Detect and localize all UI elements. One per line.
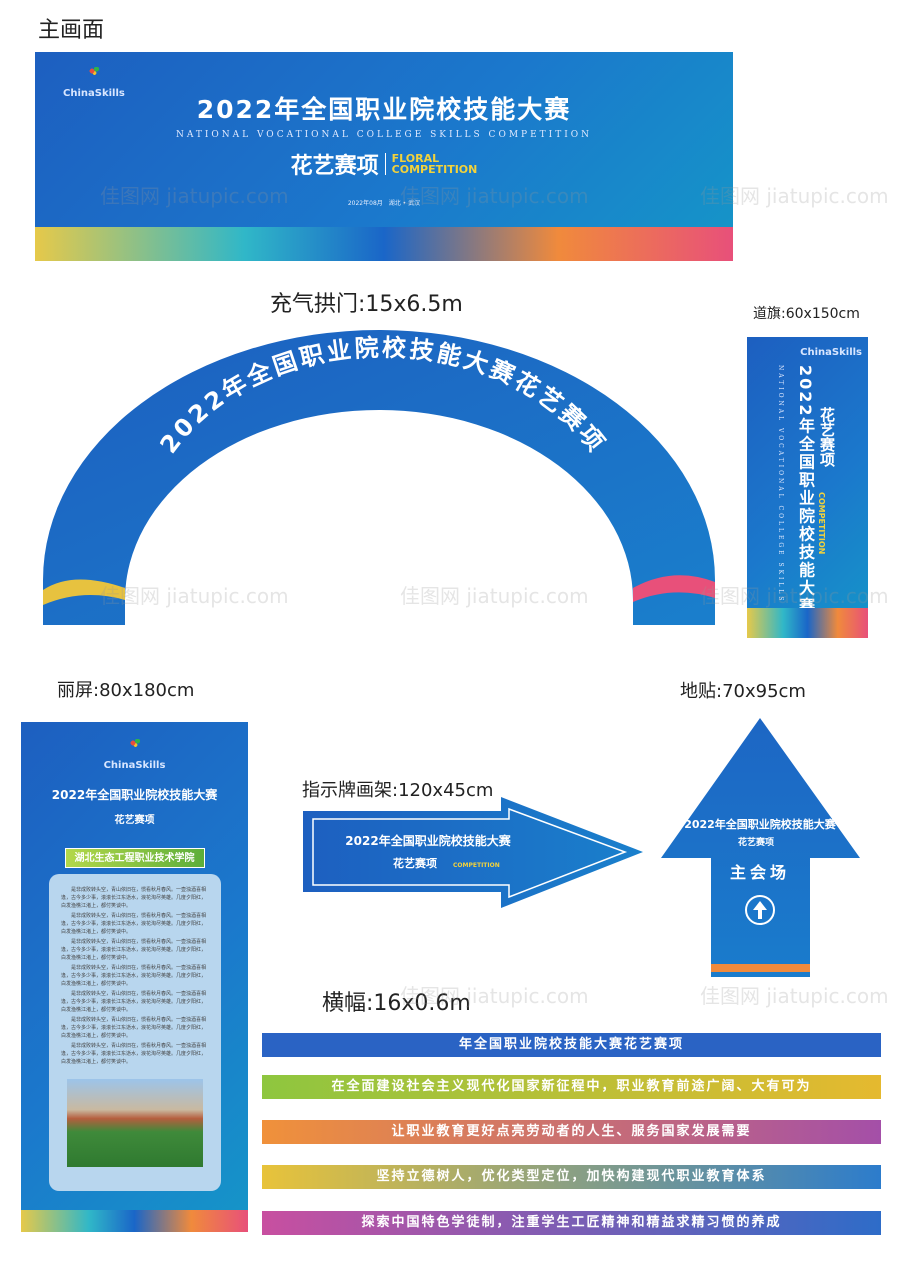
watermark: 佳图网 jiatupic.com xyxy=(700,984,889,1008)
arch-body xyxy=(43,330,715,625)
body-paragraph: 是非成败转头空，青山依旧在，惯看秋月春风。一壶浊酒喜相逢，古今多少事，滚滚长江东… xyxy=(61,913,207,935)
rollup-subtitle: 花艺赛项 xyxy=(114,815,155,826)
flag-title-en: NATIONAL VOCATIONAL COLLEGE SKILLS COMPE… xyxy=(777,365,784,638)
chinaskills-logo: ChinaSkills xyxy=(63,62,125,100)
label-flag: 道旗:60x150cm xyxy=(753,306,860,322)
subtitle-en-2: COMPETITION xyxy=(391,163,478,176)
sign-subtitle: 花艺赛项 xyxy=(393,856,437,870)
campus-photo xyxy=(67,1079,203,1167)
banner-strip: 在全面建设社会主义现代化国家新征程中，职业教育前途广阔、大有可为 xyxy=(262,1075,881,1099)
main-date-place: 2022年08月 湖北 • 武汉 xyxy=(347,200,421,207)
label-rollup: 丽屏:80x180cm xyxy=(57,680,195,701)
body-paragraph: 是非成败转头空，青山依旧在，惯看秋月春风。一壶浊酒喜相逢，古今多少事，滚滚长江东… xyxy=(61,939,207,961)
body-paragraph: 是非成败转头空，青山依旧在，惯看秋月春风。一壶浊酒喜相逢，古今多少事，滚滚长江东… xyxy=(61,887,207,909)
label-main: 主画面 xyxy=(38,18,105,43)
sign-title: 2022年全国职业院校技能大赛 xyxy=(345,833,511,848)
floor-subtitle: 花艺赛项 xyxy=(738,836,774,848)
floor-venue: 主会场 xyxy=(730,863,790,882)
flag-title: 2022年全国职业院校技能大赛 xyxy=(796,365,815,616)
rollup-wave xyxy=(21,1210,248,1232)
rollup-content-box: 是非成败转头空，青山依旧在，惯看秋月春风。一壶浊酒喜相逢，古今多少事，滚滚长江东… xyxy=(49,874,221,1191)
floor-title: 2022年全国职业院校技能大赛 xyxy=(684,817,837,831)
flag-subtitle-en: COMPETITION xyxy=(817,492,826,555)
arrow-up-circle-icon xyxy=(745,895,775,925)
road-flag: ChinaSkills 2022年全国职业院校技能大赛 NATIONAL VOC… xyxy=(747,337,868,638)
rollup-title: 2022年全国职业院校技能大赛 xyxy=(51,788,218,802)
banner-strip: 年全国职业院校技能大赛花艺赛项 xyxy=(262,1033,881,1057)
flag-wave xyxy=(747,608,868,638)
sign-subtitle-en: COMPETITION xyxy=(453,862,500,869)
main-backdrop: ChinaSkills 2022年全国职业院校技能大赛 NATIONAL VOC… xyxy=(35,52,733,261)
flag-logo: ChinaSkills xyxy=(800,347,862,358)
subtitle-en-1: FLORAL xyxy=(391,152,440,165)
main-title-en: NATIONAL VOCATIONAL COLLEGE SKILLS COMPE… xyxy=(175,130,593,140)
body-paragraph: 是非成败转头空，青山依旧在，惯看秋月春风。一壶浊酒喜相逢，古今多少事，滚滚长江东… xyxy=(61,965,207,987)
flag-subtitle: 花艺赛项 xyxy=(818,407,836,467)
body-paragraph: 是非成败转头空，青山依旧在，惯看秋月春风。一壶浊酒喜相逢，古今多少事，滚滚长江东… xyxy=(61,1043,207,1065)
banner-strip: 坚持立德树人，优化类型定位，加快构建现代职业教育体系 xyxy=(262,1165,881,1189)
label-sign: 指示牌画架:120x45cm xyxy=(302,780,494,801)
floor-sticker: 2022年全国职业院校技能大赛 花艺赛项 主会场 xyxy=(661,718,860,977)
banner-strip: 让职业教育更好点亮劳动者的人生、服务国家发展需要 xyxy=(262,1120,881,1144)
rollup-banner: ChinaSkills 2022年全国职业院校技能大赛 花艺赛项 湖北生态工程职… xyxy=(21,722,248,1232)
label-banner: 横幅:16x0.6m xyxy=(322,991,471,1016)
main-title: 2022年全国职业院校技能大赛 xyxy=(196,95,572,124)
direction-sign: 2022年全国职业院校技能大赛 花艺赛项 COMPETITION xyxy=(303,797,643,908)
rollup-logo: ChinaSkills xyxy=(21,734,248,772)
body-paragraph: 是非成败转头空，青山依旧在，惯看秋月春风。一壶浊酒喜相逢，古今多少事，滚滚长江东… xyxy=(61,1017,207,1039)
color-wave xyxy=(35,227,733,261)
label-floor: 地贴:70x95cm xyxy=(680,681,806,702)
label-arch: 充气拱门:15x6.5m xyxy=(270,292,463,317)
banner-strip: 探索中国特色学徒制，注重学生工匠精神和精益求精习惯的养成 xyxy=(262,1211,881,1235)
body-paragraph: 是非成败转头空，青山依旧在，惯看秋月春风。一壶浊酒喜相逢，古今多少事，滚滚长江东… xyxy=(61,991,207,1013)
main-subtitle: 花艺赛项 xyxy=(290,154,379,179)
school-ribbon: 湖北生态工程职业技术学院 xyxy=(64,848,205,868)
inflatable-arch: 2022年全国职业院校技能大赛花艺赛项 xyxy=(43,330,715,625)
logo-dots-icon xyxy=(88,67,99,77)
